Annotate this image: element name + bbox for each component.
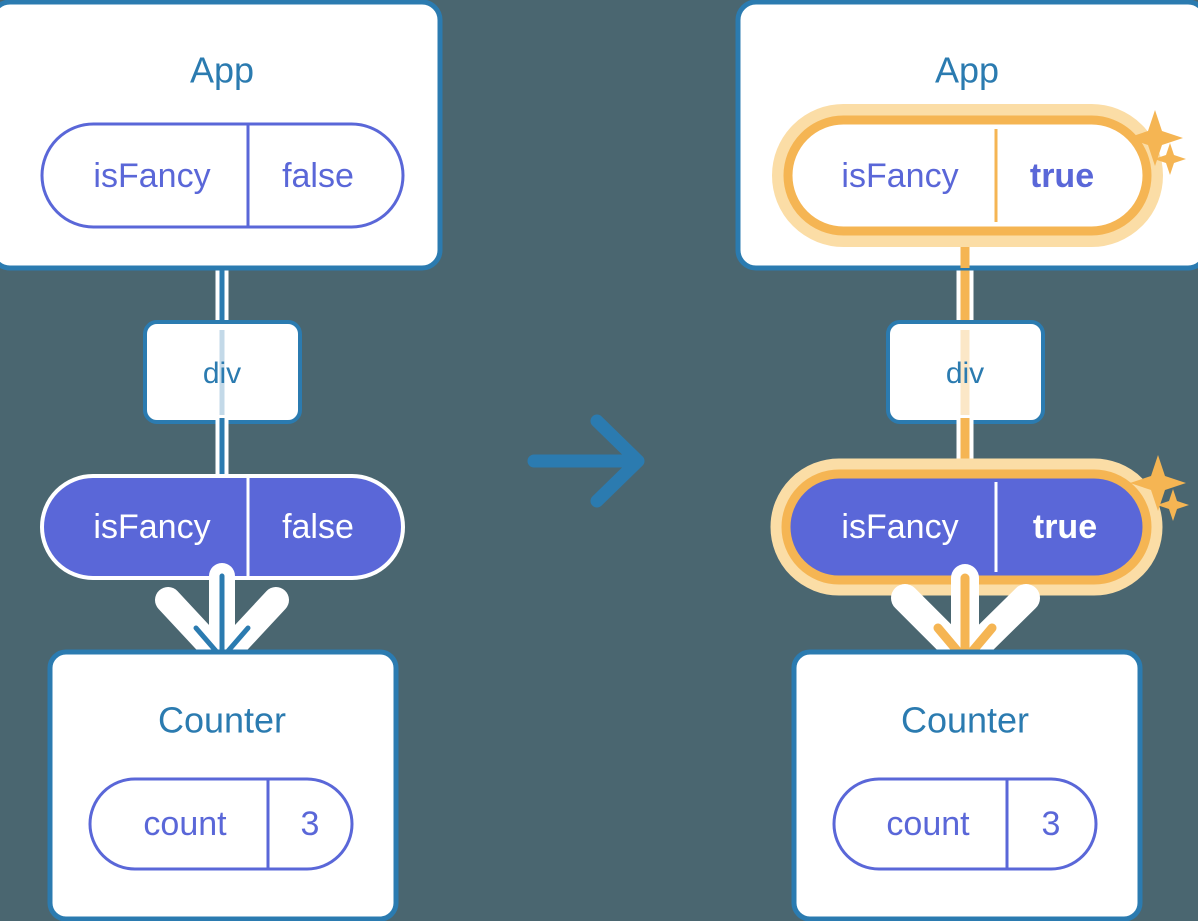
- app-state-pill-value-right: true: [1030, 157, 1094, 195]
- counter-state-pill-name-left: count: [143, 805, 227, 843]
- panel-before: App isFancy false div isFancy false: [0, 0, 443, 921]
- div-label-left: div: [203, 357, 241, 390]
- counter-state-pill-right[interactable]: count 3: [832, 777, 1098, 871]
- app-state-pill-name-left: isFancy: [93, 157, 210, 195]
- counter-state-pill-left[interactable]: count 3: [88, 777, 354, 871]
- counter-state-pill-value-left: 3: [301, 805, 320, 843]
- highlight-glow: [772, 104, 1163, 247]
- prop-pill-name-right: isFancy: [841, 508, 958, 546]
- sparkle-icon-prop: [1130, 455, 1189, 521]
- counter-title-right: Counter: [901, 700, 1029, 741]
- prop-pill-left[interactable]: isFancy false: [40, 474, 405, 580]
- div-label-right: div: [946, 357, 984, 390]
- app-state-pill-value-left: false: [282, 157, 354, 195]
- prop-pill-value-right: true: [1033, 508, 1097, 546]
- sparkle-icon-app: [1127, 110, 1186, 175]
- prop-pill-name-left: isFancy: [93, 508, 210, 546]
- counter-state-pill-name-right: count: [886, 805, 970, 843]
- app-title-left: App: [190, 50, 254, 91]
- arrow-right-icon: [527, 414, 645, 508]
- highlight-ring: [783, 115, 1152, 236]
- counter-state-pill-value-right: 3: [1042, 805, 1061, 843]
- app-state-pill-left[interactable]: isFancy false: [40, 122, 405, 229]
- app-title-right: App: [935, 50, 999, 91]
- app-state-pill-right[interactable]: isFancy true: [772, 104, 1163, 247]
- prop-pill-value-left: false: [282, 508, 354, 546]
- app-state-pill-name-right: isFancy: [841, 157, 958, 195]
- counter-title-left: Counter: [158, 700, 286, 741]
- panel-after: App isFancy true div isFancy t: [735, 0, 1198, 921]
- flow-arrow-left: [155, 563, 289, 673]
